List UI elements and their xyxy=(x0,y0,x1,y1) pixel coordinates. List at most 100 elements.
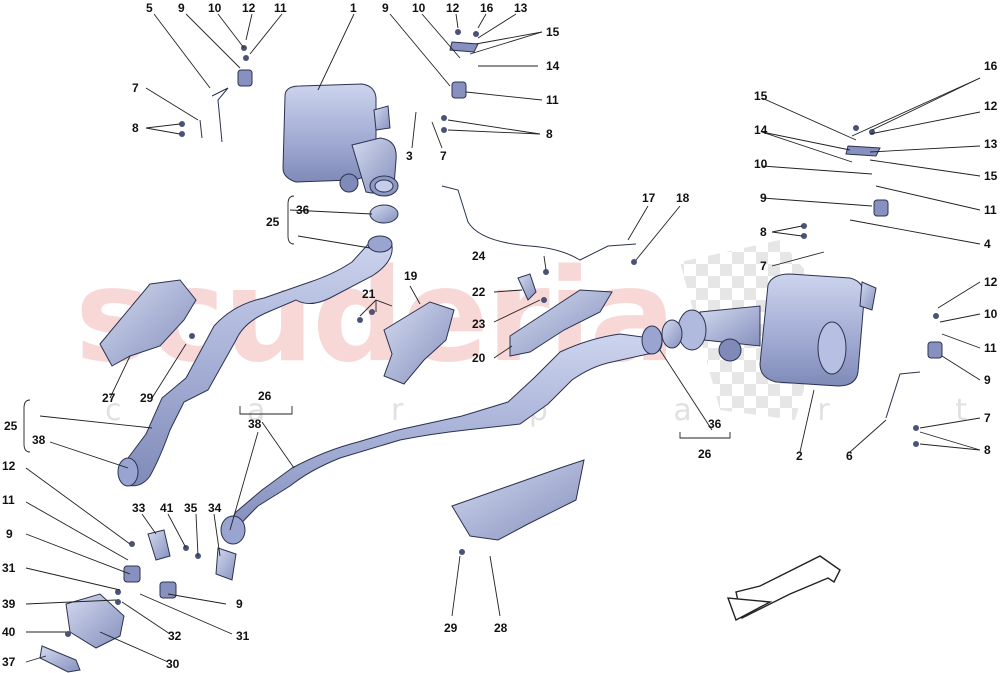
callout-label: 32 xyxy=(168,629,182,643)
rod-7a xyxy=(199,119,203,139)
callout-label: 7 xyxy=(984,411,991,425)
callout-label: 19 xyxy=(404,269,418,283)
callout-label: 37 xyxy=(2,655,16,669)
callout-label: 28 xyxy=(494,621,508,635)
hanger-9d xyxy=(927,341,943,359)
rod-5 xyxy=(211,87,229,143)
callout-label: 9 xyxy=(6,527,13,541)
callout-label: 8 xyxy=(760,225,767,239)
callout-label: 8 xyxy=(984,443,991,457)
hanger-9f xyxy=(159,581,177,599)
callout-label: 10 xyxy=(754,157,768,171)
callout-label: 16 xyxy=(984,59,998,73)
callout-label: 14 xyxy=(546,59,560,73)
callout-label: 10 xyxy=(984,307,998,321)
callout-label: 17 xyxy=(642,191,656,205)
callout-label: 9 xyxy=(382,1,389,15)
plate-37 xyxy=(39,645,81,673)
callout-label: 1 xyxy=(350,1,357,15)
hanger-9e xyxy=(123,565,141,583)
heat-shield-27 xyxy=(99,279,197,367)
fasteners xyxy=(65,29,939,637)
callout-label: 24 xyxy=(472,249,486,263)
callout-label: 9 xyxy=(760,191,767,205)
callout-label: 11 xyxy=(546,93,559,107)
callout-label: 33 xyxy=(132,501,146,515)
callout-label: 8 xyxy=(132,121,139,135)
callout-label: 7 xyxy=(440,149,447,163)
callout-label: 11 xyxy=(274,1,287,15)
bracket-34 xyxy=(215,547,237,581)
callout-label: 36 xyxy=(708,417,722,431)
callout-label: 13 xyxy=(514,1,528,15)
callout-label: 10 xyxy=(208,1,222,15)
callout-label: 10 xyxy=(412,1,426,15)
callout-label: 13 xyxy=(984,137,998,151)
callout-label: 5 xyxy=(146,1,153,15)
callout-label: 12 xyxy=(242,1,256,15)
callout-label: 20 xyxy=(472,351,486,365)
callout-label: 3 xyxy=(406,149,413,163)
callout-label: 11 xyxy=(984,341,997,355)
callout-label: 15 xyxy=(546,25,560,39)
plate-13a xyxy=(449,41,479,53)
callout-label: 31 xyxy=(236,629,250,643)
callout-label: 7 xyxy=(132,81,139,95)
callout-label: 36 xyxy=(296,203,310,217)
callout-label: 9 xyxy=(236,597,243,611)
callout-label: 12 xyxy=(984,275,998,289)
callout-label: 4 xyxy=(984,237,991,251)
callout-label: 23 xyxy=(472,317,486,331)
callout-label: 12 xyxy=(2,459,16,473)
callout-label: 8 xyxy=(546,127,553,141)
callout-label: 34 xyxy=(208,501,222,515)
callout-label: 11 xyxy=(2,493,15,507)
bracket-22 xyxy=(517,273,537,301)
callout-label: 41 xyxy=(160,501,174,515)
hanger-9b xyxy=(451,81,467,99)
bracket-33 xyxy=(147,529,171,561)
callout-label: 40 xyxy=(2,625,16,639)
silencer-left xyxy=(282,83,399,197)
heat-shield-20 xyxy=(509,289,613,357)
callout-label: 15 xyxy=(984,169,998,183)
clamp-left xyxy=(369,204,399,224)
callout-label: 38 xyxy=(248,417,262,431)
cross-rod xyxy=(441,185,637,261)
callout-label: 38 xyxy=(32,433,46,447)
callout-label: 29 xyxy=(140,391,154,405)
callout-label: 26 xyxy=(258,389,272,403)
callout-label: 29 xyxy=(444,621,458,635)
plate-13b xyxy=(845,145,881,157)
callout-label: 25 xyxy=(266,215,280,229)
heat-shield-19 xyxy=(383,301,455,385)
parts xyxy=(39,29,943,673)
callout-label: 16 xyxy=(480,1,494,15)
pipe-left xyxy=(121,236,393,487)
callout-label: 7 xyxy=(760,259,767,273)
callout-label: 30 xyxy=(166,657,180,671)
leader-lines xyxy=(23,13,981,663)
callout-label: 27 xyxy=(102,391,116,405)
clamp-right xyxy=(661,319,683,349)
hanger-9c xyxy=(873,199,889,217)
hanger-9a xyxy=(237,69,253,87)
callout-label: 2 xyxy=(796,449,803,463)
callout-label: 9 xyxy=(984,373,991,387)
callout-label: 39 xyxy=(2,597,16,611)
callout-label: 22 xyxy=(472,285,486,299)
callout-label: 14 xyxy=(754,123,768,137)
rod-6 xyxy=(885,371,921,419)
callout-label: 9 xyxy=(178,1,185,15)
arrow-down-left-icon xyxy=(726,555,841,621)
callout-label: 18 xyxy=(676,191,690,205)
callout-label: 21 xyxy=(362,287,376,301)
callout-label: 6 xyxy=(846,449,853,463)
callout-label: 25 xyxy=(4,419,18,433)
callout-label: 12 xyxy=(446,1,460,15)
callout-label: 15 xyxy=(754,89,768,103)
callout-label: 31 xyxy=(2,561,16,575)
callout-label: 26 xyxy=(698,447,712,461)
